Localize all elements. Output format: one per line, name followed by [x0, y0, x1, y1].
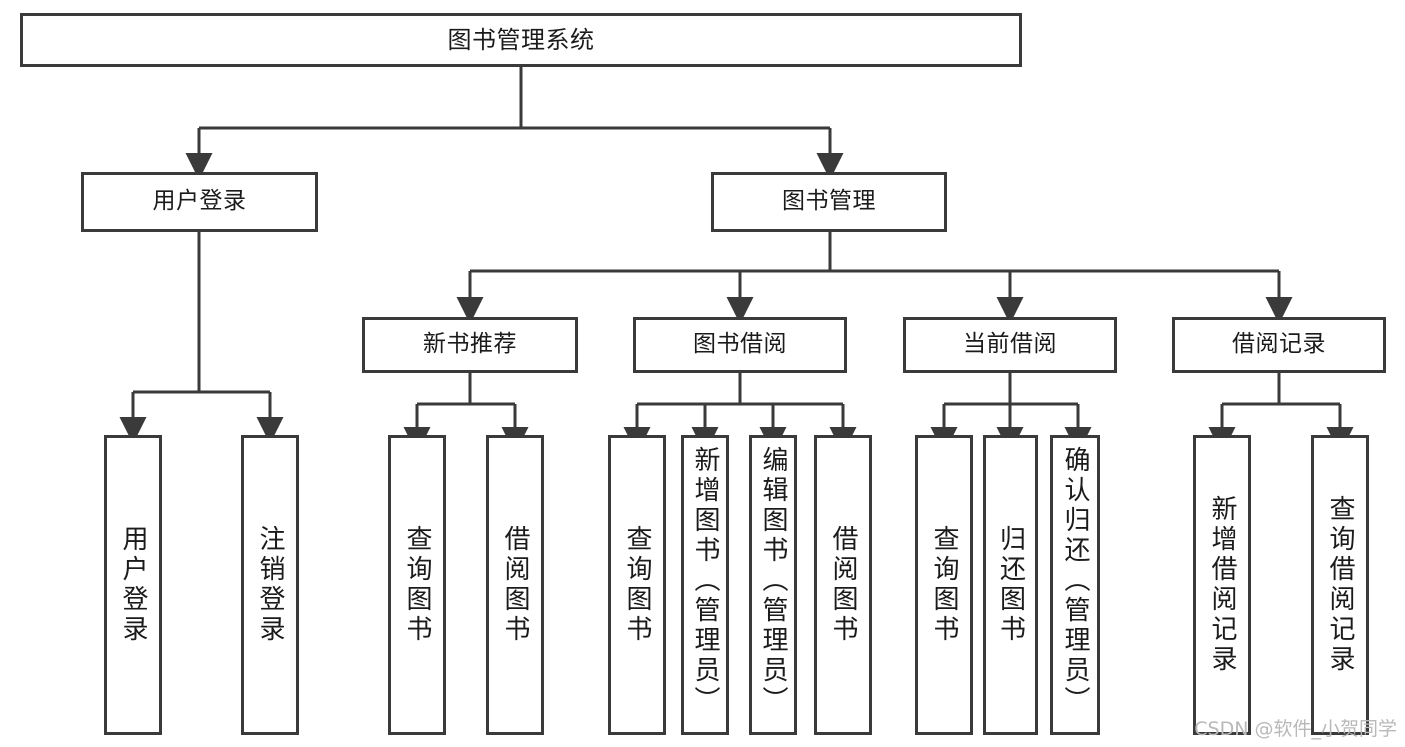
node-label: 借阅图书: [500, 525, 530, 645]
leaf-records-query-record[interactable]: 查询借阅记录: [1311, 435, 1369, 735]
leaf-borrow-add-book-admin[interactable]: 新增图书（管理员）: [681, 435, 729, 735]
leaf-user-login-signin[interactable]: 用户登录: [104, 435, 162, 735]
node-label: 用户登录: [152, 188, 247, 215]
node-label: 注销登录: [255, 525, 285, 645]
node-label: 查询图书: [622, 525, 652, 645]
node-label: 当前借阅: [963, 331, 1057, 358]
node-label: 编辑图书（管理员）: [758, 446, 788, 716]
leaf-current-confirm-return-admin[interactable]: 确认归还（管理员）: [1050, 435, 1100, 735]
node-current-borrowing[interactable]: 当前借阅: [903, 317, 1117, 373]
node-label: 借阅图书: [828, 525, 858, 645]
leaf-user-login-signout[interactable]: 注销登录: [241, 435, 299, 735]
node-borrowing-records[interactable]: 借阅记录: [1172, 317, 1386, 373]
leaf-new-book-borrow-books[interactable]: 借阅图书: [486, 435, 544, 735]
leaf-new-book-query-books[interactable]: 查询图书: [388, 435, 446, 735]
node-label: 新增借阅记录: [1207, 495, 1237, 675]
leaf-records-add-record[interactable]: 新增借阅记录: [1193, 435, 1251, 735]
node-label: 新增图书（管理员）: [690, 446, 720, 716]
node-label: 图书管理: [782, 188, 876, 215]
node-label: 查询图书: [929, 525, 959, 645]
node-label: 图书借阅: [693, 331, 787, 358]
node-label: 确认归还（管理员）: [1060, 446, 1090, 716]
leaf-current-return-books[interactable]: 归还图书: [983, 435, 1038, 735]
node-root-book-management-system[interactable]: 图书管理系统: [20, 13, 1022, 67]
leaf-borrow-edit-book-admin[interactable]: 编辑图书（管理员）: [749, 435, 797, 735]
node-label: 归还图书: [995, 525, 1026, 645]
node-label: 图书管理系统: [447, 25, 595, 54]
node-label: 新书推荐: [423, 331, 517, 358]
node-new-book-recommendation[interactable]: 新书推荐: [362, 317, 578, 373]
node-label: 用户登录: [118, 525, 148, 645]
node-label: 借阅记录: [1232, 331, 1326, 358]
leaf-borrow-query-books[interactable]: 查询图书: [608, 435, 666, 735]
node-book-management[interactable]: 图书管理: [711, 172, 947, 232]
node-label: 查询图书: [402, 525, 432, 645]
node-book-borrowing[interactable]: 图书借阅: [633, 317, 847, 373]
leaf-current-query-books[interactable]: 查询图书: [915, 435, 973, 735]
node-user-login[interactable]: 用户登录: [81, 172, 318, 232]
node-label: 查询借阅记录: [1325, 495, 1355, 675]
leaf-borrow-borrow-books[interactable]: 借阅图书: [814, 435, 872, 735]
